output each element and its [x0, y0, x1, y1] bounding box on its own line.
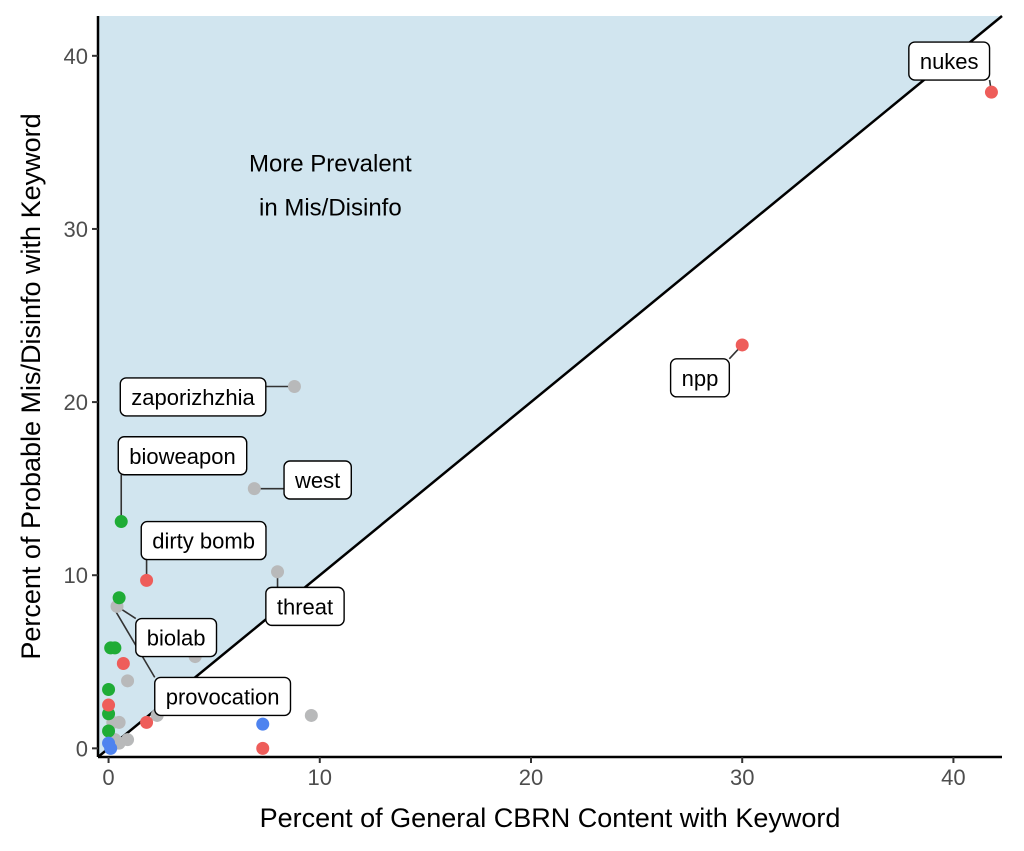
data-point-grey-west — [247, 482, 261, 496]
identity-line — [97, 15, 1003, 758]
label-biolab: biolab — [135, 617, 218, 658]
x-tick-label: 10 — [308, 765, 332, 790]
axes: 0 10 20 30 40 0 10 20 30 40 Percent of General C… — [16, 16, 1002, 833]
label-box — [135, 617, 218, 658]
plot-panel — [97, 15, 1003, 758]
data-point-blue — [104, 741, 118, 755]
label-box — [117, 436, 248, 476]
x-axis-ticks: 0 10 20 30 40 — [102, 757, 966, 790]
label-box — [140, 520, 267, 561]
leader-line-provocation — [112, 605, 156, 678]
x-tick-label: 30 — [730, 765, 754, 790]
y-tick-label: 30 — [64, 217, 88, 242]
y-axis-title: Percent of Probable Mis/Disinfo with Key… — [16, 113, 46, 659]
annotation-line-2: in Mis/Disinfo — [259, 195, 402, 222]
data-point-green — [108, 641, 122, 655]
data-point-green — [112, 591, 126, 605]
data-point-grey — [304, 708, 318, 722]
label-text: dirty bomb — [152, 529, 255, 554]
label-text: nukes — [920, 49, 979, 74]
y-tick-label: 10 — [64, 563, 88, 588]
data-point-red-nukes — [984, 85, 998, 99]
x-tick-label: 20 — [519, 765, 543, 790]
data-point-red — [116, 657, 130, 671]
data-point-green-bioweapon — [114, 515, 128, 529]
label-provocation: provocation — [154, 676, 292, 717]
data-point-green — [102, 682, 116, 696]
label-text: provocation — [166, 684, 280, 709]
data-point-red-npp — [735, 338, 749, 352]
label-bioweapon: bioweapon — [117, 436, 248, 476]
label-text: biolab — [147, 626, 206, 651]
label-text: bioweapon — [129, 444, 235, 469]
data-point-grey — [121, 674, 135, 688]
label-box — [265, 586, 345, 627]
label-zaporizhzhia: zaporizhzhia — [119, 377, 267, 417]
label-dirty-bomb: dirty bomb — [140, 520, 267, 561]
annotation-line-1: More Prevalent — [249, 151, 412, 178]
label-threat: threat — [265, 586, 345, 627]
y-axis-ticks: 0 10 20 30 40 — [64, 44, 98, 761]
label-box — [669, 358, 731, 398]
x-axis-title: Percent of General CBRN Content with Key… — [260, 803, 841, 833]
region-annotation: More Prevalent in Mis/Disinfo — [249, 151, 412, 222]
label-box — [119, 377, 267, 417]
y-tick-label: 0 — [76, 736, 88, 761]
label-text: zaporizhzhia — [131, 385, 255, 410]
label-npp: npp — [669, 358, 731, 398]
label-box — [283, 460, 352, 500]
y-tick-label: 20 — [64, 390, 88, 415]
y-tick-label: 40 — [64, 44, 88, 69]
data-point-grey — [121, 733, 135, 747]
label-text: threat — [277, 594, 333, 619]
data-point-grey-threat — [271, 565, 285, 579]
label-box — [908, 41, 991, 81]
label-box — [154, 676, 292, 717]
data-point-grey — [112, 715, 126, 729]
label-west: west — [283, 460, 352, 500]
label-text: west — [294, 468, 340, 493]
data-point-red — [102, 698, 116, 712]
x-tick-label: 0 — [102, 765, 114, 790]
point-labels: nukes npp zaporizhzhia bioweapon west dirty b… — [117, 41, 991, 717]
data-point-red — [140, 715, 154, 729]
data-point-red-dirty-bomb — [140, 573, 154, 587]
data-point-grey-zaporizhzhia — [287, 380, 301, 393]
x-tick-label: 40 — [941, 765, 965, 790]
data-point-red — [256, 741, 270, 755]
label-text: npp — [682, 366, 719, 391]
data-point-blue — [256, 717, 270, 731]
data-point-green — [102, 724, 116, 738]
data-points — [102, 85, 998, 755]
label-nukes: nukes — [908, 41, 991, 81]
